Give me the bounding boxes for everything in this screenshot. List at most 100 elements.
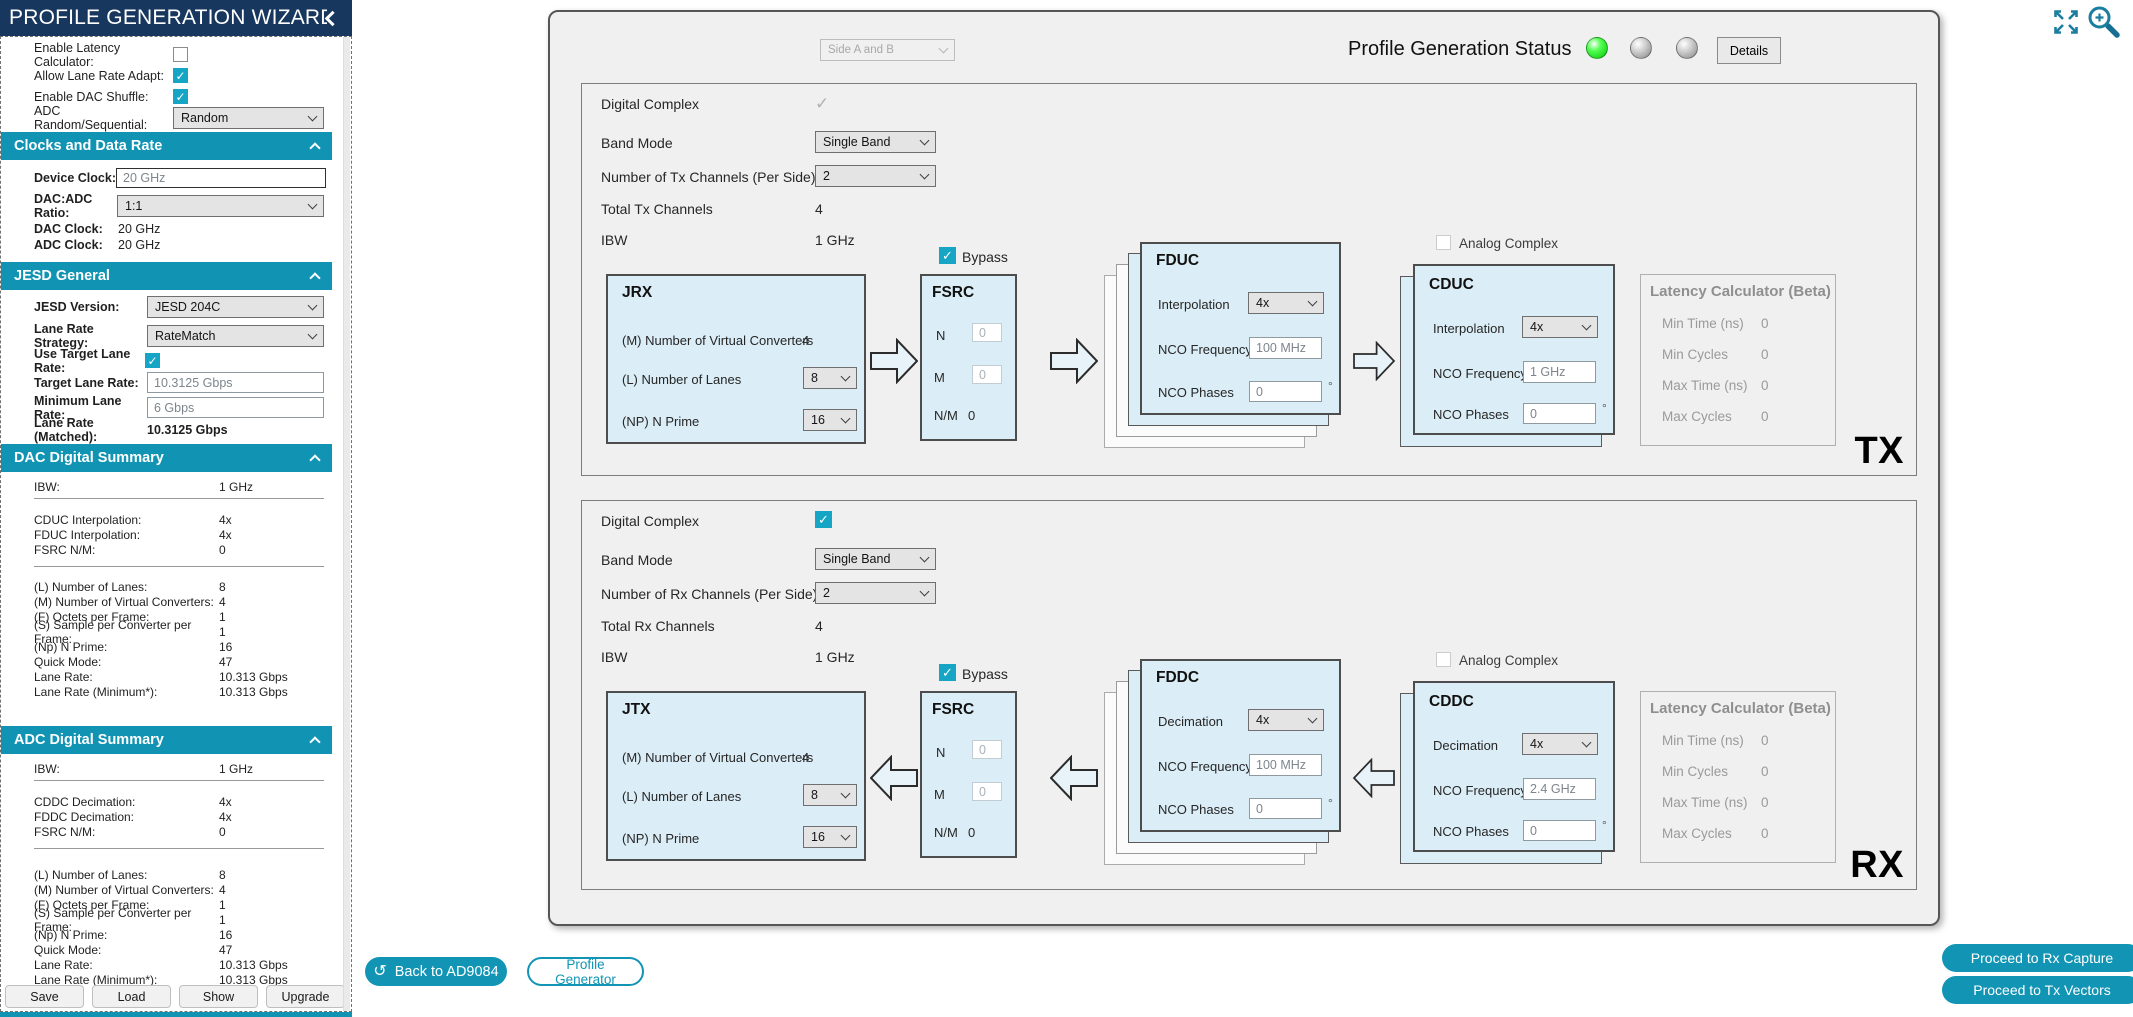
fsrc-title: FSRC <box>932 284 975 301</box>
rx-channels-select[interactable]: 2 <box>815 582 936 604</box>
wizard-title-bar: PROFILE GENERATION WIZARD <box>0 0 352 36</box>
fsrc-m-input <box>972 365 1002 384</box>
chevron-down-icon <box>919 586 930 596</box>
section-header-clocks[interactable]: Clocks and Data Rate <box>1 132 332 160</box>
lane-rate-matched-row: Lane Rate (Matched): 10.3125 Gbps <box>1 416 351 444</box>
fduc-rate-select[interactable]: 4x <box>1248 292 1324 314</box>
minimum-lane-rate-input[interactable] <box>147 397 324 418</box>
latency-title: Latency Calculator (Beta) <box>1650 700 1831 717</box>
summary-label: Lane Rate (Minimum*): <box>34 684 158 699</box>
profile-generator-tab[interactable]: Profile Generator <box>527 957 644 987</box>
lane-rate-strategy-row: Lane Rate Strategy: RateMatch <box>1 322 351 350</box>
tx-digital-complex-checkbox-disabled: ✓ <box>815 94 830 113</box>
rx-bypass-checkbox[interactable]: ✓ <box>939 664 956 681</box>
fsrc-nm-label: N/M <box>934 408 958 423</box>
summary-value: 0 <box>219 824 226 839</box>
zoom-in-icon[interactable] <box>2084 2 2122 40</box>
use-target-lane-rate-checkbox[interactable]: ✓ <box>145 353 160 368</box>
back-to-ad9084-button[interactable]: ↺ Back to AD9084 <box>365 957 507 986</box>
rx-digital-complex-checkbox[interactable]: ✓ <box>815 511 832 528</box>
section-title: DAC Digital Summary <box>14 450 164 466</box>
section-header-adc-summary[interactable]: ADC Digital Summary <box>1 726 332 754</box>
chevron-down-icon <box>307 199 318 209</box>
summary-value: 4 <box>219 594 226 609</box>
dac-shuffle-checkbox[interactable]: ✓ <box>173 89 188 104</box>
fddc-freq-input[interactable] <box>1249 754 1322 776</box>
dac-adc-ratio-value: 1:1 <box>125 199 143 213</box>
tx-analog-complex-checkbox[interactable] <box>1436 235 1451 250</box>
rx-latency-calculator: Latency Calculator (Beta) Min Time (ns) … <box>1640 691 1836 863</box>
lane-rate-strategy-select[interactable]: RateMatch <box>147 325 324 347</box>
jrx-l-label: (L) Number of Lanes <box>622 372 742 387</box>
jesd-version-select[interactable]: JESD 204C <box>147 296 324 318</box>
device-clock-label: Device Clock: <box>34 171 116 185</box>
tx-band-mode-select[interactable]: Single Band <box>815 131 936 153</box>
summary-row: FSRC N/M: 0 <box>1 542 351 557</box>
option-row: ADC Random/Sequential: Random <box>1 104 351 132</box>
fsrc-n-label: N <box>936 745 946 760</box>
cduc-rate-select[interactable]: 4x <box>1522 316 1598 338</box>
tx-badge: TX <box>1854 430 1904 472</box>
proceed-to-tx-vectors-button[interactable]: Proceed to Tx Vectors <box>1942 976 2133 1004</box>
cddc-rate-select[interactable]: 4x <box>1522 733 1598 755</box>
summary-value: 4x <box>219 527 232 542</box>
jrx-nprime-select[interactable]: 16 <box>803 409 857 431</box>
jtx-lanes-select[interactable]: 8 <box>803 784 857 806</box>
summary-value: 10.313 Gbps <box>219 972 288 987</box>
adc-random-select[interactable]: Random <box>173 107 324 129</box>
summary-label: (F) Octets per Frame: <box>34 609 150 624</box>
latency-row: Min Cycles 0 <box>1641 756 1835 787</box>
cduc-freq-input[interactable] <box>1523 361 1596 383</box>
rx-channels-value: 2 <box>823 586 830 600</box>
lane-rate-adapt-checkbox[interactable]: ✓ <box>173 68 188 83</box>
fduc-phase-input[interactable] <box>1249 381 1322 402</box>
cduc-phase-input[interactable] <box>1523 403 1596 424</box>
summary-label: FDDC Decimation: <box>34 809 135 824</box>
section-header-dac-summary[interactable]: DAC Digital Summary <box>1 444 332 472</box>
sidebar-scrollbar[interactable] <box>343 37 350 1011</box>
sidebar-footer-button[interactable]: Load <box>92 985 171 1008</box>
fullscreen-expand-icon[interactable] <box>2051 7 2081 37</box>
fduc-freq-input[interactable] <box>1249 337 1322 359</box>
tx-bypass-checkbox[interactable]: ✓ <box>939 247 956 264</box>
jrx-lanes-select[interactable]: 8 <box>803 367 857 389</box>
cddc-phase-input[interactable] <box>1523 820 1596 841</box>
jtx-m-label: (M) Number of Virtual Converters <box>622 750 814 765</box>
dac-adc-ratio-select[interactable]: 1:1 <box>117 195 324 217</box>
summary-row: CDUC Interpolation: 4x <box>1 512 351 527</box>
cddc-freq-input[interactable] <box>1523 778 1596 800</box>
target-lane-rate-input[interactable] <box>147 372 324 393</box>
cddc-freq-label: NCO Frequency <box>1433 783 1527 798</box>
latency-label: Min Cycles <box>1662 764 1729 779</box>
summary-value: 1 GHz <box>219 479 254 494</box>
tx-channels-select[interactable]: 2 <box>815 165 936 187</box>
device-clock-input[interactable] <box>116 168 326 188</box>
proceed-to-rx-capture-button[interactable]: Proceed to Rx Capture <box>1942 944 2133 972</box>
fsrc-m-label: M <box>934 370 945 385</box>
sidebar-footer-button[interactable]: Save <box>5 985 84 1008</box>
sidebar-footer-button[interactable]: Show <box>179 985 258 1008</box>
summary-value: 8 <box>219 579 226 594</box>
fddc-phase-input[interactable] <box>1249 798 1322 819</box>
jtx-nprime-select[interactable]: 16 <box>803 826 857 848</box>
latency-label: Min Time (ns) <box>1662 733 1744 748</box>
section-header-jesd[interactable]: JESD General <box>1 262 332 290</box>
rx-digital-complex-label: Digital Complex <box>601 513 700 529</box>
collapse-sidebar-icon[interactable] <box>324 10 341 26</box>
summary-label: FSRC N/M: <box>34 542 96 557</box>
cddc-rate-value: 4x <box>1530 737 1544 751</box>
fddc-rate-value: 4x <box>1256 713 1270 727</box>
chevron-up-icon <box>309 736 321 748</box>
summary-value: 47 <box>219 654 233 669</box>
chevron-up-icon <box>309 272 321 284</box>
jtx-nprime-value: 16 <box>811 830 825 844</box>
jesd-version-row: JESD Version: JESD 204C <box>1 296 351 318</box>
rx-analog-complex-checkbox[interactable] <box>1436 652 1451 667</box>
summary-label: Quick Mode: <box>34 654 102 669</box>
sidebar-footer-button[interactable]: Upgrade <box>266 985 345 1008</box>
details-button[interactable]: Details <box>1717 37 1781 64</box>
enable-latency-checkbox[interactable] <box>173 47 188 62</box>
rx-band-mode-select[interactable]: Single Band <box>815 548 936 570</box>
tx-latency-calculator: Latency Calculator (Beta) Min Time (ns) … <box>1640 274 1836 446</box>
fddc-rate-select[interactable]: 4x <box>1248 709 1324 731</box>
